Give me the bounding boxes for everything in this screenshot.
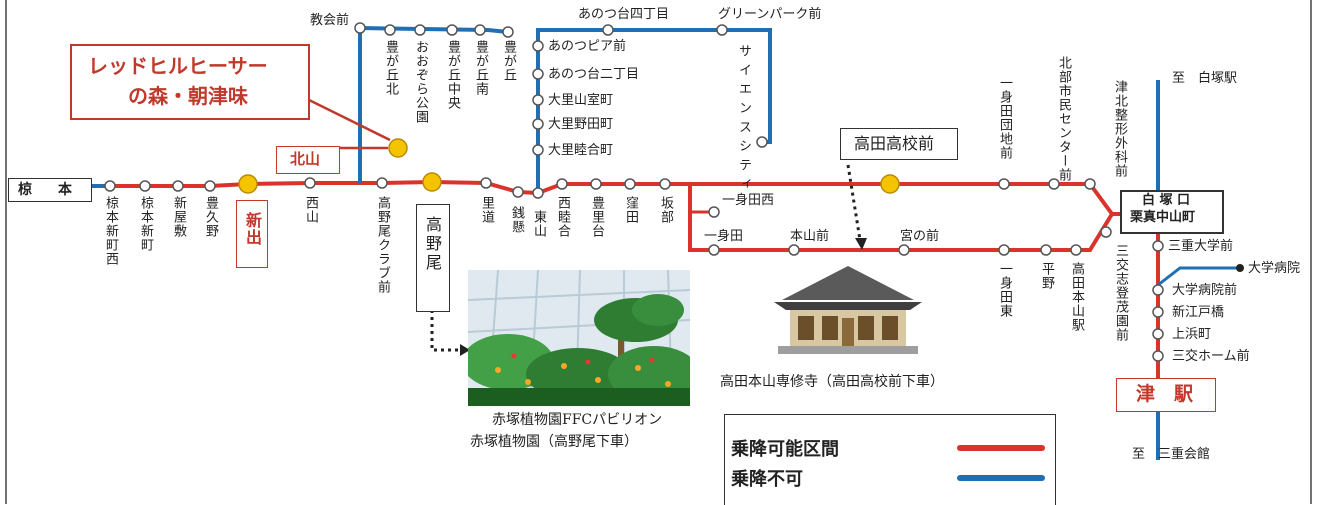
spot-red-hill-title-2: の森・朝津味	[128, 84, 248, 108]
akatsuka-caption-1: 赤塚植物園FFCパビリオン	[492, 412, 663, 428]
stop-oozora-koen: おおぞら公園	[413, 40, 428, 124]
stop-science-city: サイエンスシティ	[736, 44, 751, 196]
stop-satomichi: 里道	[479, 196, 494, 224]
senshuji-temple-image	[772, 262, 924, 358]
stop-kyokaimae: 教会前	[310, 13, 350, 28]
stop-takada-koko-mae	[840, 128, 958, 160]
stop-sakabe: 坂部	[658, 196, 673, 224]
stop-kukumoto-shinmachi: 椋本新町	[138, 196, 153, 252]
stop-tsu-eki	[1116, 378, 1216, 412]
stop-takanoo-label: 高野尾	[423, 216, 442, 273]
stop-daigaku-byoin-mae: 大学病院前	[1172, 283, 1238, 298]
stop-tsu-eki-label: 津 駅	[1136, 383, 1194, 405]
stop-tsu-kita-seikei-geka-mae: 津北整形外科前	[1112, 80, 1127, 178]
stop-sanko-home-mae: 三交ホーム前	[1172, 349, 1250, 364]
stop-hirano: 平野	[1039, 262, 1054, 290]
stop-takanoo	[416, 204, 450, 312]
stop-takanoo-club-mae: 高野尾クラブ前	[375, 196, 390, 294]
stop-shiratsukaguchi-label: 白 塚 口	[1142, 193, 1191, 208]
stop-honzan-mae: 本山前	[790, 229, 830, 244]
stop-toyosatodai: 豊里台	[589, 196, 604, 238]
stop-nishiyama: 西山	[303, 196, 318, 224]
stop-oosato-noda: 大里野田町	[548, 117, 614, 132]
stop-isshinden-danchi-mae: 一身田団地前	[997, 76, 1012, 160]
spot-red-hill-title-1: レッドヒルヒーサー	[88, 54, 268, 78]
stop-nishimutsuai: 西睦合	[555, 196, 570, 238]
stop-isshinden: 一身田	[704, 229, 744, 244]
legend-ok-label: 乗降可能区間	[731, 439, 839, 460]
legend: 乗降可能区間 乗降不可	[724, 414, 1056, 505]
stop-toyokuno: 豊久野	[203, 196, 218, 238]
stop-higashiyama: 東山	[531, 210, 546, 238]
stop-kurima-nakayama-label: 栗真中山町	[1130, 210, 1196, 225]
stop-anotsu-pia-mae: あのつピア前	[548, 39, 627, 54]
stop-takada-honzan-eki: 高田本山駅	[1069, 262, 1084, 332]
featured-stops	[238, 138, 900, 194]
stop-hokubu-shimin-center-mae: 北部市民センター前	[1056, 56, 1071, 182]
stop-anotsudai-4: あのつ台四丁目	[578, 7, 670, 22]
callout-redhill	[304, 96, 391, 142]
stop-shinde-label: 新出	[243, 212, 262, 246]
stop-toyogaoka-minami: 豊が丘南	[473, 40, 488, 96]
stop-kamihama: 上浜町	[1172, 327, 1212, 342]
red-route-main	[110, 179, 1115, 252]
spot-red-hill-box	[70, 44, 310, 120]
stop-shinyashiki: 新屋敷	[171, 196, 186, 238]
stop-zenikake: 銭懸	[509, 206, 524, 234]
arrow-takanoo	[430, 310, 462, 352]
stop-isshinden-nishi: 一身田西	[722, 193, 775, 208]
stop-markers	[104, 22, 1164, 362]
stop-oosato-mutsuai: 大里睦合町	[548, 143, 614, 158]
stop-toyogaoka-chuo: 豊が丘中央	[445, 40, 460, 110]
stop-shinde	[236, 200, 268, 268]
stop-kitayama	[276, 146, 340, 174]
stop-toyogaoka: 豊が丘	[501, 40, 516, 82]
stop-oosato-yamamuro: 大里山室町	[548, 93, 614, 108]
stop-miyanomae: 宮の前	[900, 229, 940, 244]
blue-route-daigaku	[1157, 266, 1240, 287]
stop-toyogaoka-kita: 豊が丘北	[383, 40, 398, 96]
stop-green-park-mae: グリーンパーク前	[718, 7, 822, 22]
stop-kukumoto-shinmachi-nishi: 椋本新町西	[103, 196, 118, 266]
akatsuka-greenhouse-image	[468, 270, 690, 406]
blue-route-anotsudai	[536, 28, 772, 193]
stop-kitayama-label: 北山	[290, 150, 321, 168]
stop-shiratsukaguchi	[1120, 190, 1224, 234]
legend-ng-label: 乗降不可	[731, 469, 803, 490]
arrow-takada-koko	[846, 164, 862, 241]
akatsuka-caption-2: 赤塚植物園（高野尾下車）	[470, 434, 638, 450]
senshuji-caption: 高田本山専修寺（高田高校前下車）	[720, 374, 944, 390]
stop-shin-edobashi: 新江戸橋	[1172, 305, 1225, 320]
stop-anotsudai-2: あのつ台二丁目	[548, 67, 640, 82]
stop-sanko-shimo-shigeda-mae: 三交志登茂園前	[1113, 244, 1128, 342]
stop-takada-koko-mae-label: 高田高校前	[854, 134, 935, 153]
direction-to-shiratsuka: 至 白塚駅	[1172, 71, 1238, 86]
stop-kukumoto-label: 椋 本	[18, 182, 78, 198]
stop-daigaku-byoin: 大学病院	[1248, 261, 1301, 276]
stop-kubota: 窪田	[623, 196, 638, 224]
legend-red-swatch	[957, 445, 1045, 451]
stop-isshinden-higashi: 一身田東	[997, 262, 1012, 318]
direction-to-mie-kaikan: 至 三重会館	[1132, 447, 1211, 462]
stop-kukumoto	[8, 178, 92, 202]
legend-blue-swatch	[957, 475, 1045, 481]
stop-mie-daigaku-mae: 三重大学前	[1168, 239, 1234, 254]
